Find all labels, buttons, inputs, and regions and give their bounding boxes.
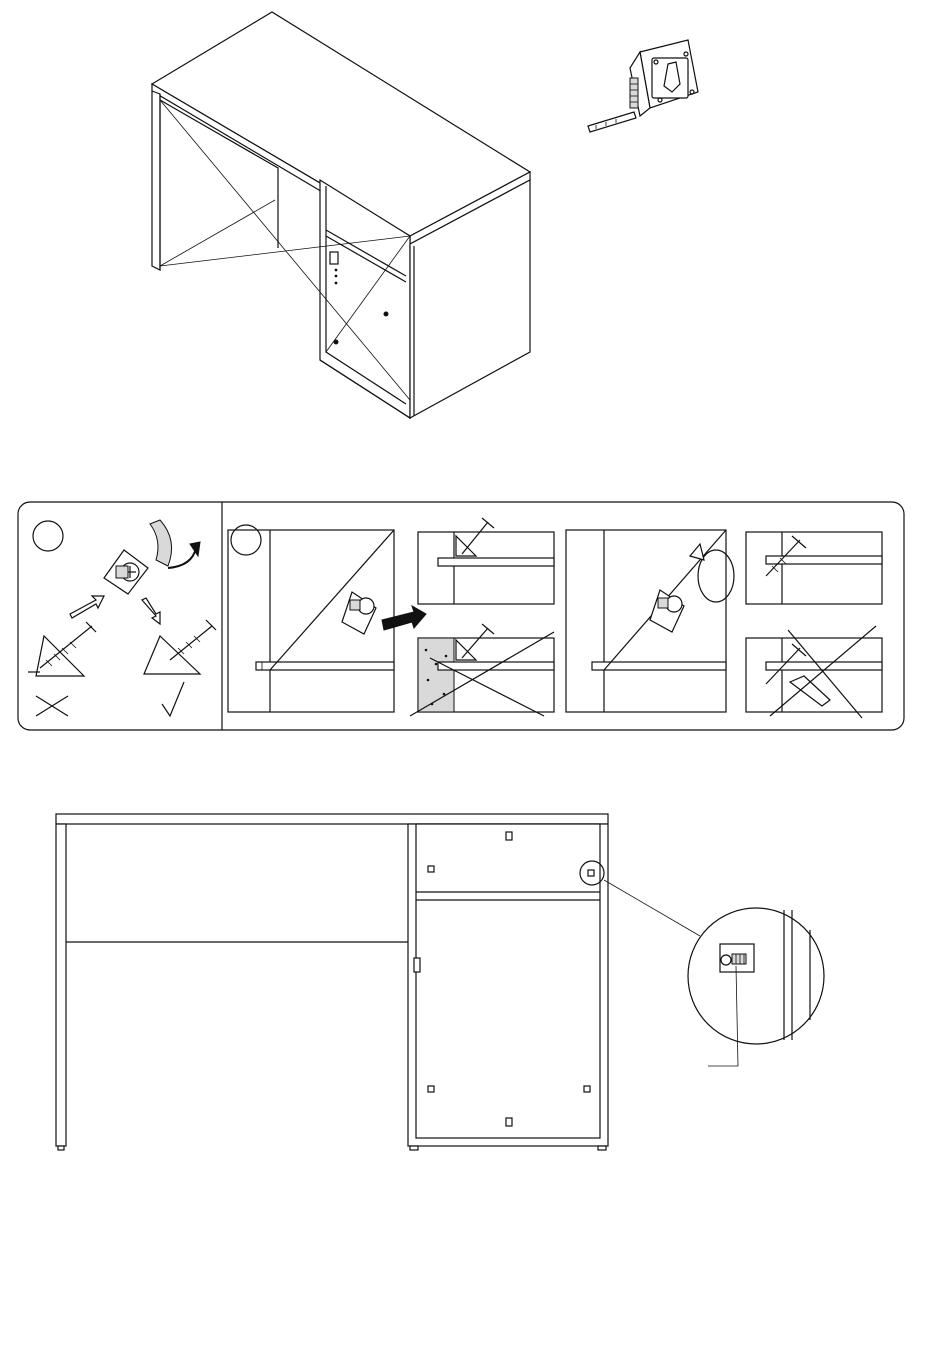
push-arrow-icon (70, 596, 104, 618)
cross-mark-icon (36, 696, 68, 716)
check-mark-icon (162, 682, 184, 716)
desk-front-elevation (56, 814, 700, 1150)
connector-detail-callout (688, 908, 824, 1066)
rotation-arrow-icon (150, 520, 200, 568)
wall-fixing-panel (18, 502, 904, 730)
step-a-panel (28, 520, 216, 716)
tape-measure-icon (588, 40, 698, 132)
step-a-badge (33, 521, 63, 551)
wall-plug-icon (104, 550, 148, 594)
screw-icon (28, 622, 96, 676)
step-b-panel (228, 518, 882, 718)
desk-perspective-drawing (152, 12, 530, 418)
